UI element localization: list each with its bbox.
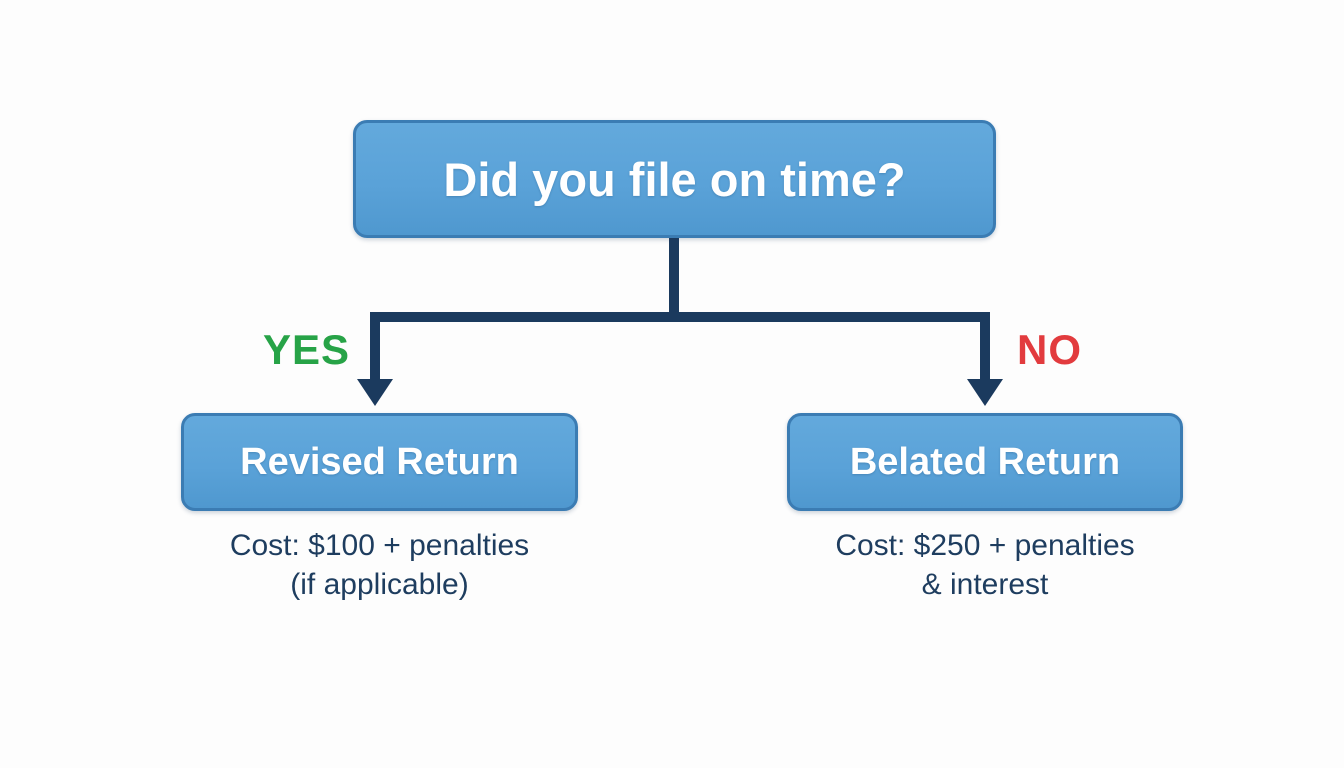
belated-return-node-label: Belated Return bbox=[849, 440, 1121, 483]
belated-return-cost-line1: Cost: $250 + penalties bbox=[835, 529, 1135, 562]
arrow-down-right-icon bbox=[967, 379, 1003, 406]
decision-node-label: Did you file on time? bbox=[443, 152, 906, 206]
belated-return-cost: Cost: $250 + penalties & interest bbox=[737, 526, 1233, 604]
connector-horizontal bbox=[370, 312, 990, 322]
revised-return-node: Revised Return bbox=[181, 413, 578, 511]
yes-branch-label: YES bbox=[263, 326, 351, 373]
revised-return-cost-line2: (if applicable) bbox=[290, 568, 469, 601]
arrow-down-left-icon bbox=[357, 379, 393, 406]
connector-left-drop bbox=[370, 312, 380, 380]
belated-return-cost-line2: & interest bbox=[921, 568, 1049, 601]
connector-stem bbox=[669, 238, 679, 318]
revised-return-node-label: Revised Return bbox=[240, 440, 519, 483]
belated-return-node: Belated Return bbox=[787, 413, 1183, 511]
decision-node: Did you file on time? bbox=[353, 120, 996, 238]
revised-return-cost-line1: Cost: $100 + penalties bbox=[229, 529, 530, 562]
revised-return-cost: Cost: $100 + penalties (if applicable) bbox=[131, 526, 628, 604]
connector-right-drop bbox=[980, 312, 990, 380]
no-branch-label: NO bbox=[1017, 326, 1082, 373]
